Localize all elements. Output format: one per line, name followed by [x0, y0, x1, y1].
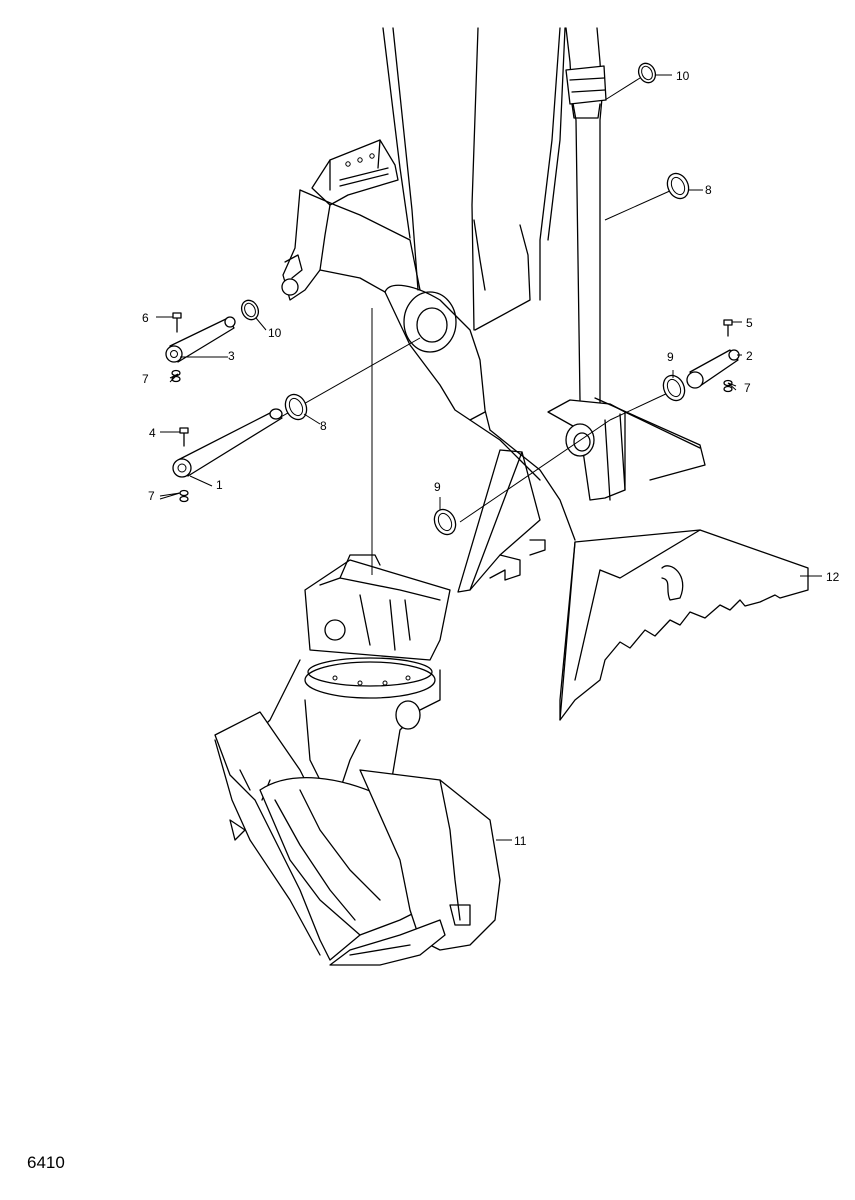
callout-11: 11 [514, 834, 527, 848]
callout-10-left: 10 [268, 326, 282, 340]
callout-8-left: 8 [320, 419, 327, 433]
grapple-part-11 [215, 555, 500, 965]
callout-1: 1 [216, 478, 223, 492]
hydraulic-cylinder [548, 28, 625, 500]
bolt-part-4 [180, 428, 188, 446]
drawing-number: 6410 [27, 1153, 65, 1172]
callout-2: 2 [746, 349, 753, 363]
callout-5: 5 [746, 316, 753, 330]
bolt-part-5 [724, 320, 732, 336]
callout-7-lower-left: 7 [148, 489, 155, 503]
callout-6: 6 [142, 311, 149, 325]
bolt-part-6 [173, 313, 181, 332]
callout-9-right: 9 [667, 350, 674, 364]
callout-8-right: 8 [705, 183, 712, 197]
washers-part-7 [172, 371, 732, 502]
callout-3: 3 [228, 349, 235, 363]
shim-rings [239, 61, 693, 538]
callout-9-left: 9 [434, 480, 441, 494]
pin-part-3 [166, 317, 235, 362]
callout-labels: 1 2 3 4 5 6 7 7 7 8 8 9 9 10 10 11 12 [142, 69, 840, 848]
attachment-frame [458, 398, 705, 592]
pin-part-1 [173, 409, 282, 477]
callout-7-upper-left: 7 [142, 372, 149, 386]
callout-7-right: 7 [744, 381, 751, 395]
callout-leaders [156, 75, 822, 840]
callout-12: 12 [826, 570, 840, 584]
arm [282, 28, 575, 540]
callout-10-top: 10 [676, 69, 690, 83]
callout-4: 4 [149, 426, 156, 440]
blade-part-12 [560, 530, 808, 720]
pin-part-2 [687, 350, 739, 388]
